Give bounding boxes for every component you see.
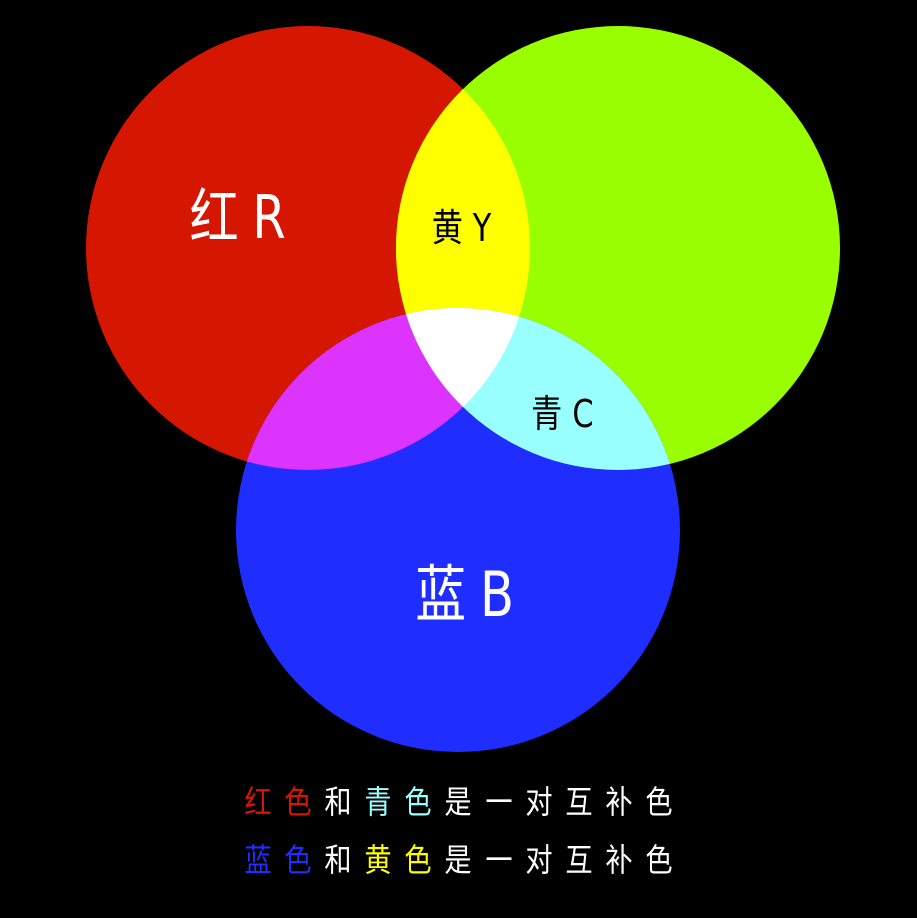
cyan-overlap bbox=[396, 308, 680, 470]
caption-char: 青 bbox=[364, 783, 393, 821]
caption-char: 黄 bbox=[364, 841, 393, 879]
caption-line-2: 蓝色和黄色是一对互补色 bbox=[0, 844, 917, 876]
label-cyan-zh: 青 bbox=[531, 392, 563, 436]
caption-char: 色 bbox=[404, 841, 433, 879]
caption-char: 是 bbox=[444, 783, 473, 821]
caption-char: 补 bbox=[604, 783, 633, 821]
caption-char: 色 bbox=[284, 783, 313, 821]
caption-char: 色 bbox=[644, 841, 673, 879]
caption-char: 和 bbox=[324, 841, 353, 879]
caption-char: 补 bbox=[604, 841, 633, 879]
caption-char: 色 bbox=[404, 783, 433, 821]
caption-char: 一 bbox=[484, 783, 513, 821]
caption-line-1: 红色和青色是一对互补色 bbox=[0, 786, 917, 818]
label-cyan-en: C bbox=[572, 392, 594, 436]
caption-char: 对 bbox=[524, 783, 553, 821]
label-yellow-zh: 黄 bbox=[431, 206, 463, 250]
caption-char: 互 bbox=[564, 841, 593, 879]
label-red-zh: 红 bbox=[189, 183, 239, 253]
caption-char: 和 bbox=[324, 783, 353, 821]
caption-char: 互 bbox=[564, 783, 593, 821]
caption-char: 色 bbox=[644, 783, 673, 821]
caption-char: 对 bbox=[524, 841, 553, 879]
caption-char: 红 bbox=[244, 783, 273, 821]
caption-char: 色 bbox=[284, 841, 313, 879]
label-blue-zh: 蓝 bbox=[415, 558, 467, 631]
caption-char: 蓝 bbox=[244, 841, 273, 879]
label-yellow-en: Y bbox=[472, 206, 492, 250]
caption-char: 是 bbox=[444, 841, 473, 879]
label-red-en: R bbox=[252, 183, 286, 253]
magenta-overlap bbox=[236, 308, 530, 470]
caption-char: 一 bbox=[484, 841, 513, 879]
label-blue-en: B bbox=[479, 558, 515, 631]
